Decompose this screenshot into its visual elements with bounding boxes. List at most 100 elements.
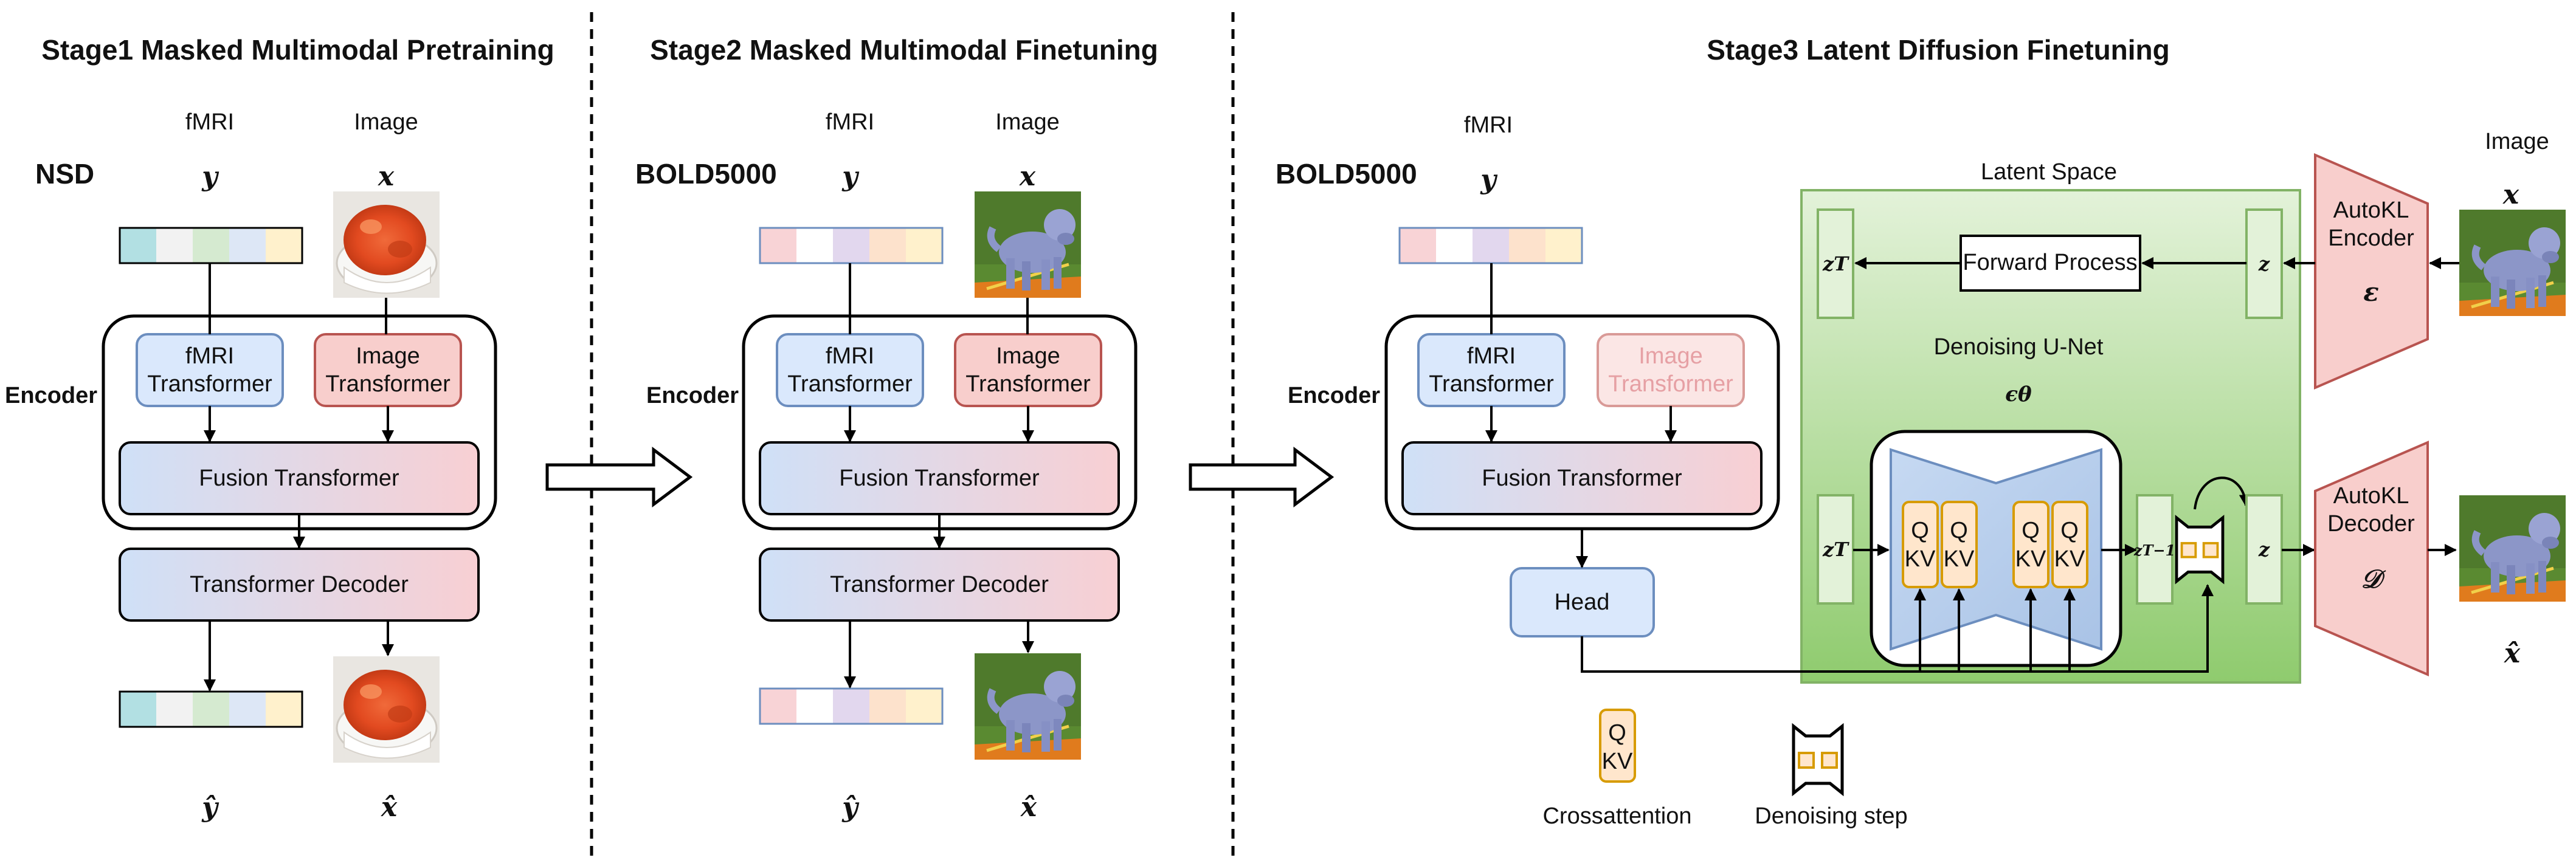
stage1-decoder-label: Transformer Decoder (190, 572, 409, 597)
zT-minus-1-symbol: zT−1 (2133, 541, 2175, 559)
stage2-title: Stage2 Masked Multimodal Finetuning (650, 34, 1158, 66)
stage3-encoder-label: Encoder (1288, 383, 1380, 408)
ca2-q: Q (1950, 518, 1968, 543)
stage2-fmri-input-bar (759, 227, 944, 264)
stage3-head-label: Head (1555, 589, 1610, 615)
crossattention-block-4: Q KV (2051, 501, 2088, 588)
autokl-decoder-line2: Decoder (2327, 511, 2415, 537)
zT-minus-1-box (2136, 494, 2174, 605)
latent-space-label: Latent Space (1981, 159, 2117, 185)
stage1-fmri-output-bar (119, 690, 303, 728)
crossattention-block-1: Q KV (1902, 501, 1939, 588)
stage3-image-transformer-line1: Image (1638, 343, 1703, 369)
legend-denoising-step-label: Denoising step (1755, 803, 1907, 829)
stage2-fusion-label: Fusion Transformer (839, 466, 1040, 491)
stage1-fmri-label: fMRI (185, 109, 234, 135)
stage1-fmri-transformer-line1: fMRI (185, 343, 234, 369)
stage3-panel: Stage3 Latent Diffusion Finetuning BOLD5… (1276, 34, 2566, 829)
stage1-food-input-image (332, 190, 441, 299)
unet-shape (1890, 448, 2102, 651)
stage2-x-symbol: x (1019, 161, 1036, 192)
stage3-dataset-label: BOLD5000 (1276, 158, 1417, 190)
stage2-y-hat: ŷ (841, 792, 860, 823)
stage3-x-symbol: x (2502, 179, 2519, 210)
stage3-fmri-transformer-line2: Transformer (1429, 371, 1554, 397)
stage2-image-transformer-line2: Transformer (965, 371, 1091, 397)
ca4-q: Q (2060, 518, 2079, 543)
stage2-dataset-label: BOLD5000 (635, 158, 777, 190)
stage3-x-hat: x̂ (2504, 638, 2521, 669)
stage3-fusion-transformer (1401, 441, 1763, 515)
stage3-fmri-label: fMRI (1464, 112, 1513, 138)
denoising-unet-label: Denoising U-Net (1934, 334, 2104, 360)
stage1-food-output-image (332, 655, 441, 764)
stage2-decoder-label: Transformer Decoder (830, 572, 1049, 597)
z-top-box (2245, 208, 2283, 319)
forward-process-box (1960, 235, 2141, 292)
zT-input-symbol: zT (1822, 538, 1849, 561)
zT-top-symbol: zT (1822, 252, 1849, 275)
z-output-symbol: z (2258, 538, 2270, 561)
stage1-dataset-label: NSD (35, 158, 94, 190)
ca2-kv: KV (1944, 546, 1975, 572)
stage1-y-hat: ŷ (201, 792, 219, 823)
stage3-fmri-transformer-line1: fMRI (1467, 343, 1516, 369)
stage1-transformer-decoder (119, 548, 480, 622)
legend-denoising-step: Denoising step (1755, 726, 1908, 829)
stage3-title: Stage3 Latent Diffusion Finetuning (1707, 34, 2170, 66)
stage2-y-symbol: y (841, 161, 860, 192)
stage2-dog-output-image (975, 653, 1081, 760)
legend-q: Q (1608, 720, 1626, 746)
stage2-image-label: Image (995, 109, 1060, 135)
crossattention-block-3: Q KV (2012, 501, 2049, 588)
stage3-image-transformer-line2: Transformer (1608, 371, 1733, 397)
stage2-fmri-output-bar (759, 687, 944, 725)
stage1-x-hat: x̂ (381, 792, 398, 823)
z-output-box (2245, 494, 2283, 605)
stage-transition-arrow-1 (545, 447, 693, 507)
ca4-kv: KV (2054, 546, 2085, 572)
stage3-dog-output-image (2459, 495, 2566, 602)
stage3-y-symbol: y (1480, 164, 1498, 195)
stage1-fusion-label: Fusion Transformer (199, 466, 399, 491)
stage3-dog-input-image (2459, 210, 2566, 316)
head-condition-path (1581, 584, 2214, 673)
stage2-transformer-decoder (759, 548, 1120, 622)
ca3-q: Q (2022, 518, 2040, 543)
stage1-image-transformer-line2: Transformer (325, 371, 451, 397)
stage1-y-symbol: y (201, 161, 219, 192)
zT-top-box (1817, 208, 1854, 319)
stage1-image-label: Image (354, 109, 418, 135)
stage2-encoder-label: Encoder (646, 383, 739, 408)
stage3-fmri-input-bar (1398, 227, 1583, 264)
stage1-title: Stage1 Masked Multimodal Pretraining (41, 34, 554, 66)
denoising-loop-arrow (2194, 476, 2251, 510)
stage2-fmri-transformer-line2: Transformer (787, 371, 913, 397)
stage2-x-hat: x̂ (1020, 792, 1037, 823)
stage1-image-transformer-line1: Image (356, 343, 420, 369)
stage1-fmri-transformer-line2: Transformer (147, 371, 272, 397)
autokl-encoder-line2: Encoder (2328, 225, 2414, 251)
crossattention-block-2: Q KV (1941, 501, 1978, 588)
autokl-decoder-line1: AutoKL (2333, 483, 2409, 509)
ca1-kv: KV (1905, 546, 1936, 572)
ca1-q: Q (1911, 518, 1929, 543)
ca3-kv: KV (2015, 546, 2046, 572)
stage2-fmri-transformer-line1: fMRI (826, 343, 874, 369)
stage1-encoder-label: Encoder (5, 383, 97, 408)
zT-input-box (1817, 494, 1854, 605)
stage2-panel: Stage2 Masked Multimodal Finetuning BOLD… (635, 34, 1158, 823)
denoising-step-icon (2177, 518, 2223, 582)
legend-kv: KV (1602, 749, 1633, 774)
stage1-panel: Stage1 Masked Multimodal Pretraining NSD… (5, 34, 554, 823)
stage3-image-label: Image (2485, 129, 2549, 154)
stage-transition-arrow-2 (1189, 447, 1335, 507)
legend-crossattention: Q KV Crossattention (1542, 709, 1692, 829)
stage1-x-symbol: x (378, 161, 395, 192)
legend-crossattention-label: Crossattention (1542, 803, 1691, 829)
stage2-dog-input-image (975, 191, 1081, 298)
autokl-encoder-symbol: ε (2363, 277, 2379, 307)
forward-process-label: Forward Process (1963, 250, 2137, 275)
z-top-symbol: z (2258, 252, 2270, 275)
